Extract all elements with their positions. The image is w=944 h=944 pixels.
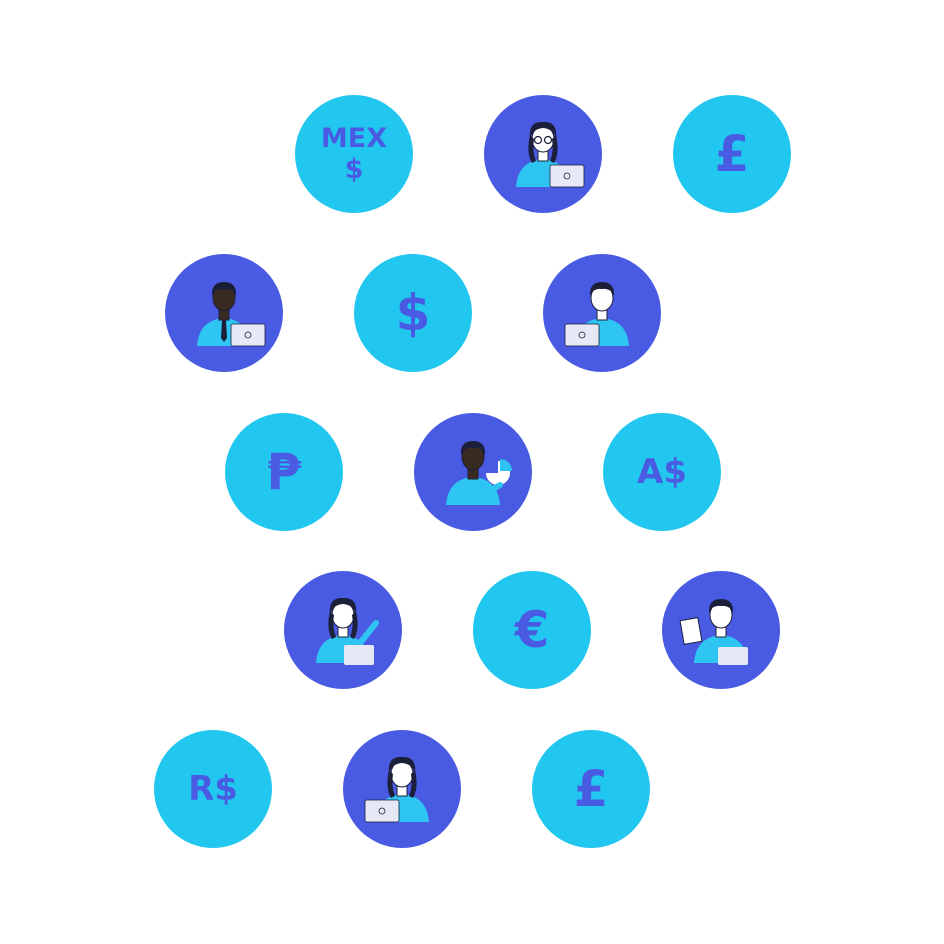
currency-symbol: € [514, 601, 550, 659]
currency-coin: £ [673, 95, 791, 213]
woman-glasses-laptop-icon [484, 95, 602, 213]
person-coin [543, 254, 661, 372]
man-turtleneck-laptop-icon [543, 254, 661, 372]
woman-pointing-laptop-icon [284, 571, 402, 689]
currency-coin: £ [532, 730, 650, 848]
currency-symbol: $ [395, 284, 431, 342]
currency-symbol: £ [714, 125, 750, 183]
person-coin [662, 571, 780, 689]
currency-symbol: A$ [637, 452, 687, 492]
person-coin [414, 413, 532, 531]
currency-coin: € [473, 571, 591, 689]
person-coin [343, 730, 461, 848]
currency-coin: A$ [603, 413, 721, 531]
currency-symbol: MEX $ [320, 122, 388, 185]
man-tie-laptop-icon [165, 254, 283, 372]
person-coin [284, 571, 402, 689]
currency-symbol: R$ [188, 769, 238, 809]
currency-coin: $ [354, 254, 472, 372]
man-document-laptop-icon [662, 571, 780, 689]
currency-symbol: £ [573, 760, 609, 818]
woman-laptop-icon [343, 730, 461, 848]
currency-coin: MEX $ [295, 95, 413, 213]
currency-coin: ₱ [225, 413, 343, 531]
person-coin [165, 254, 283, 372]
man-pie-chart-icon [414, 413, 532, 531]
person-coin [484, 95, 602, 213]
currency-symbol: ₱ [266, 443, 302, 501]
currency-coin: R$ [154, 730, 272, 848]
